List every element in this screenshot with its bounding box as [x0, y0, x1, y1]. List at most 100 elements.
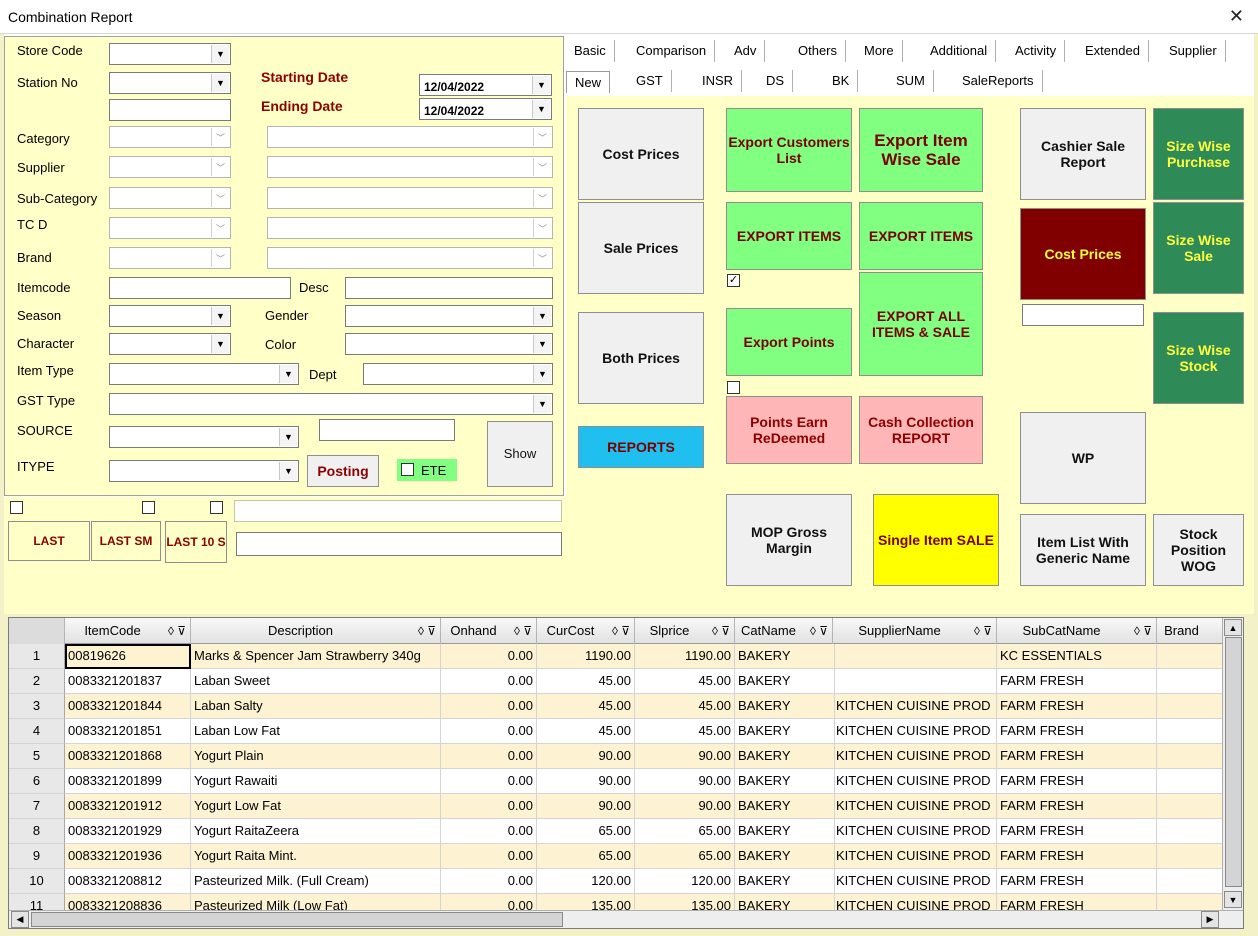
- table-cell[interactable]: FARM FRESH: [997, 669, 1157, 694]
- table-cell[interactable]: 120.00: [537, 869, 635, 894]
- chevron-down-icon[interactable]: ▼: [533, 307, 551, 325]
- ete-checkbox[interactable]: [401, 463, 414, 476]
- table-cell[interactable]: Yogurt Rawaiti: [191, 769, 441, 794]
- table-cell[interactable]: 0.00: [441, 769, 537, 794]
- chevron-down-icon[interactable]: ﹀: [533, 158, 551, 176]
- supplier-combo[interactable]: ﹀: [109, 156, 231, 178]
- table-cell[interactable]: BAKERY: [735, 644, 835, 669]
- export-points-button[interactable]: Export Points: [726, 308, 852, 376]
- export-points-checkbox[interactable]: [727, 381, 740, 394]
- points-earn-button[interactable]: Points Earn ReDeemed: [726, 396, 852, 464]
- table-cell[interactable]: FARM FRESH: [997, 819, 1157, 844]
- table-cell[interactable]: 45.00: [537, 719, 635, 744]
- tab-basic[interactable]: Basic: [566, 40, 615, 62]
- filter-icon[interactable]: ◊ ⊽: [513, 624, 532, 638]
- table-cell[interactable]: 65.00: [537, 844, 635, 869]
- table-cell[interactable]: 0083321201899: [65, 769, 191, 794]
- itype-combo[interactable]: ▼: [109, 460, 299, 482]
- column-header[interactable]: SupplierName◊ ⊽: [833, 618, 997, 644]
- sub-category-desc-combo[interactable]: ﹀: [267, 187, 553, 209]
- single-item-sale-button[interactable]: Single Item SALE: [873, 494, 999, 586]
- chevron-down-icon[interactable]: ▼: [211, 335, 229, 353]
- gender-combo[interactable]: ▼: [345, 305, 553, 327]
- table-cell[interactable]: 0.00: [441, 669, 537, 694]
- table-cell[interactable]: KITCHEN CUISINE PROD: [833, 769, 997, 794]
- export-customers-button[interactable]: Export Customers List: [726, 108, 852, 192]
- cost-prices-red-button[interactable]: Cost Prices: [1020, 208, 1146, 300]
- tab-supplier[interactable]: Supplier: [1161, 40, 1226, 62]
- table-cell[interactable]: 45.00: [635, 719, 735, 744]
- table-cell[interactable]: Laban Salty: [191, 694, 441, 719]
- table-cell[interactable]: BAKERY: [735, 669, 835, 694]
- vertical-scroll-thumb[interactable]: [1225, 637, 1242, 887]
- character-combo[interactable]: ▼: [109, 333, 231, 355]
- tab-activity[interactable]: Activity: [1007, 40, 1066, 62]
- source-combo[interactable]: ▼: [109, 426, 299, 448]
- table-cell[interactable]: BAKERY: [735, 694, 835, 719]
- category-combo[interactable]: ﹀: [109, 126, 231, 148]
- posting-button[interactable]: Posting: [307, 455, 379, 487]
- filter-icon[interactable]: ◊ ⊽: [417, 624, 436, 638]
- last-button[interactable]: LAST: [8, 521, 90, 561]
- chevron-down-icon[interactable]: ﹀: [533, 249, 551, 267]
- items-grid[interactable]: ItemCode◊ ⊽Description◊ ⊽Onhand◊ ⊽CurCos…: [8, 617, 1244, 929]
- table-cell[interactable]: 0.00: [441, 644, 537, 669]
- table-cell[interactable]: KC ESSENTIALS: [997, 644, 1157, 669]
- item-list-generic-button[interactable]: Item List With Generic Name: [1020, 514, 1146, 586]
- tcd-combo[interactable]: ﹀: [109, 217, 231, 239]
- size-wise-sale-button[interactable]: Size Wise Sale: [1153, 202, 1244, 294]
- quick-checkbox-3[interactable]: [210, 501, 223, 514]
- tcd-desc-combo[interactable]: ﹀: [267, 217, 553, 239]
- table-cell[interactable]: KITCHEN CUISINE PROD: [833, 719, 997, 744]
- table-cell[interactable]: Yogurt Low Fat: [191, 794, 441, 819]
- table-cell[interactable]: 65.00: [537, 819, 635, 844]
- table-cell[interactable]: Yogurt RaitaZeera: [191, 819, 441, 844]
- scroll-down-icon[interactable]: ▼: [1224, 891, 1242, 908]
- table-cell[interactable]: FARM FRESH: [997, 744, 1157, 769]
- station-no-combo[interactable]: ▼: [109, 72, 231, 94]
- chevron-down-icon[interactable]: ▼: [532, 76, 550, 94]
- reports-button[interactable]: REPORTS: [578, 426, 704, 468]
- sub-category-combo[interactable]: ﹀: [109, 187, 231, 209]
- source-text-input[interactable]: [319, 419, 455, 441]
- table-cell[interactable]: 45.00: [537, 669, 635, 694]
- supplier-desc-combo[interactable]: ﹀: [267, 156, 553, 178]
- table-cell[interactable]: 65.00: [635, 819, 735, 844]
- filter-icon[interactable]: ◊ ⊽: [809, 624, 828, 638]
- table-cell[interactable]: 0083321201912: [65, 794, 191, 819]
- item-type-combo[interactable]: ▼: [109, 363, 299, 385]
- table-cell[interactable]: 0083321201929: [65, 819, 191, 844]
- column-header[interactable]: CurCost◊ ⊽: [537, 618, 635, 644]
- last-sm-button[interactable]: LAST SM: [91, 521, 161, 561]
- column-header[interactable]: Onhand◊ ⊽: [441, 618, 537, 644]
- gst-type-combo[interactable]: ▼: [109, 393, 553, 415]
- table-cell[interactable]: 0083321201844: [65, 694, 191, 719]
- table-cell[interactable]: 90.00: [635, 769, 735, 794]
- table-cell[interactable]: 0.00: [441, 744, 537, 769]
- tab-sum[interactable]: SUM: [888, 70, 934, 92]
- table-cell[interactable]: Laban Low Fat: [191, 719, 441, 744]
- chevron-down-icon[interactable]: ﹀: [533, 128, 551, 146]
- horizontal-scrollbar[interactable]: ◀ ▶: [9, 910, 1243, 928]
- table-cell[interactable]: KITCHEN CUISINE PROD: [833, 844, 997, 869]
- quick-text-1[interactable]: [234, 500, 562, 522]
- table-cell[interactable]: FARM FRESH: [997, 844, 1157, 869]
- table-cell[interactable]: KITCHEN CUISINE PROD: [833, 744, 997, 769]
- table-cell[interactable]: 45.00: [635, 694, 735, 719]
- table-cell[interactable]: Yogurt Plain: [191, 744, 441, 769]
- vertical-scrollbar[interactable]: ▲ ▼: [1222, 618, 1243, 910]
- season-combo[interactable]: ▼: [109, 305, 231, 327]
- brand-desc-combo[interactable]: ﹀: [267, 247, 553, 269]
- last-10s-button[interactable]: LAST 10 S: [165, 521, 227, 563]
- chevron-down-icon[interactable]: ▼: [279, 428, 297, 446]
- filter-icon[interactable]: ◊ ⊽: [167, 624, 186, 638]
- column-header[interactable]: Slprice◊ ⊽: [635, 618, 735, 644]
- scroll-left-icon[interactable]: ◀: [11, 911, 29, 928]
- table-cell[interactable]: 90.00: [635, 744, 735, 769]
- tab-adv[interactable]: Adv: [726, 40, 766, 62]
- chevron-down-icon[interactable]: ﹀: [211, 249, 229, 267]
- table-cell[interactable]: 0083321208812: [65, 869, 191, 894]
- table-cell[interactable]: 90.00: [537, 769, 635, 794]
- scroll-up-icon[interactable]: ▲: [1224, 619, 1242, 636]
